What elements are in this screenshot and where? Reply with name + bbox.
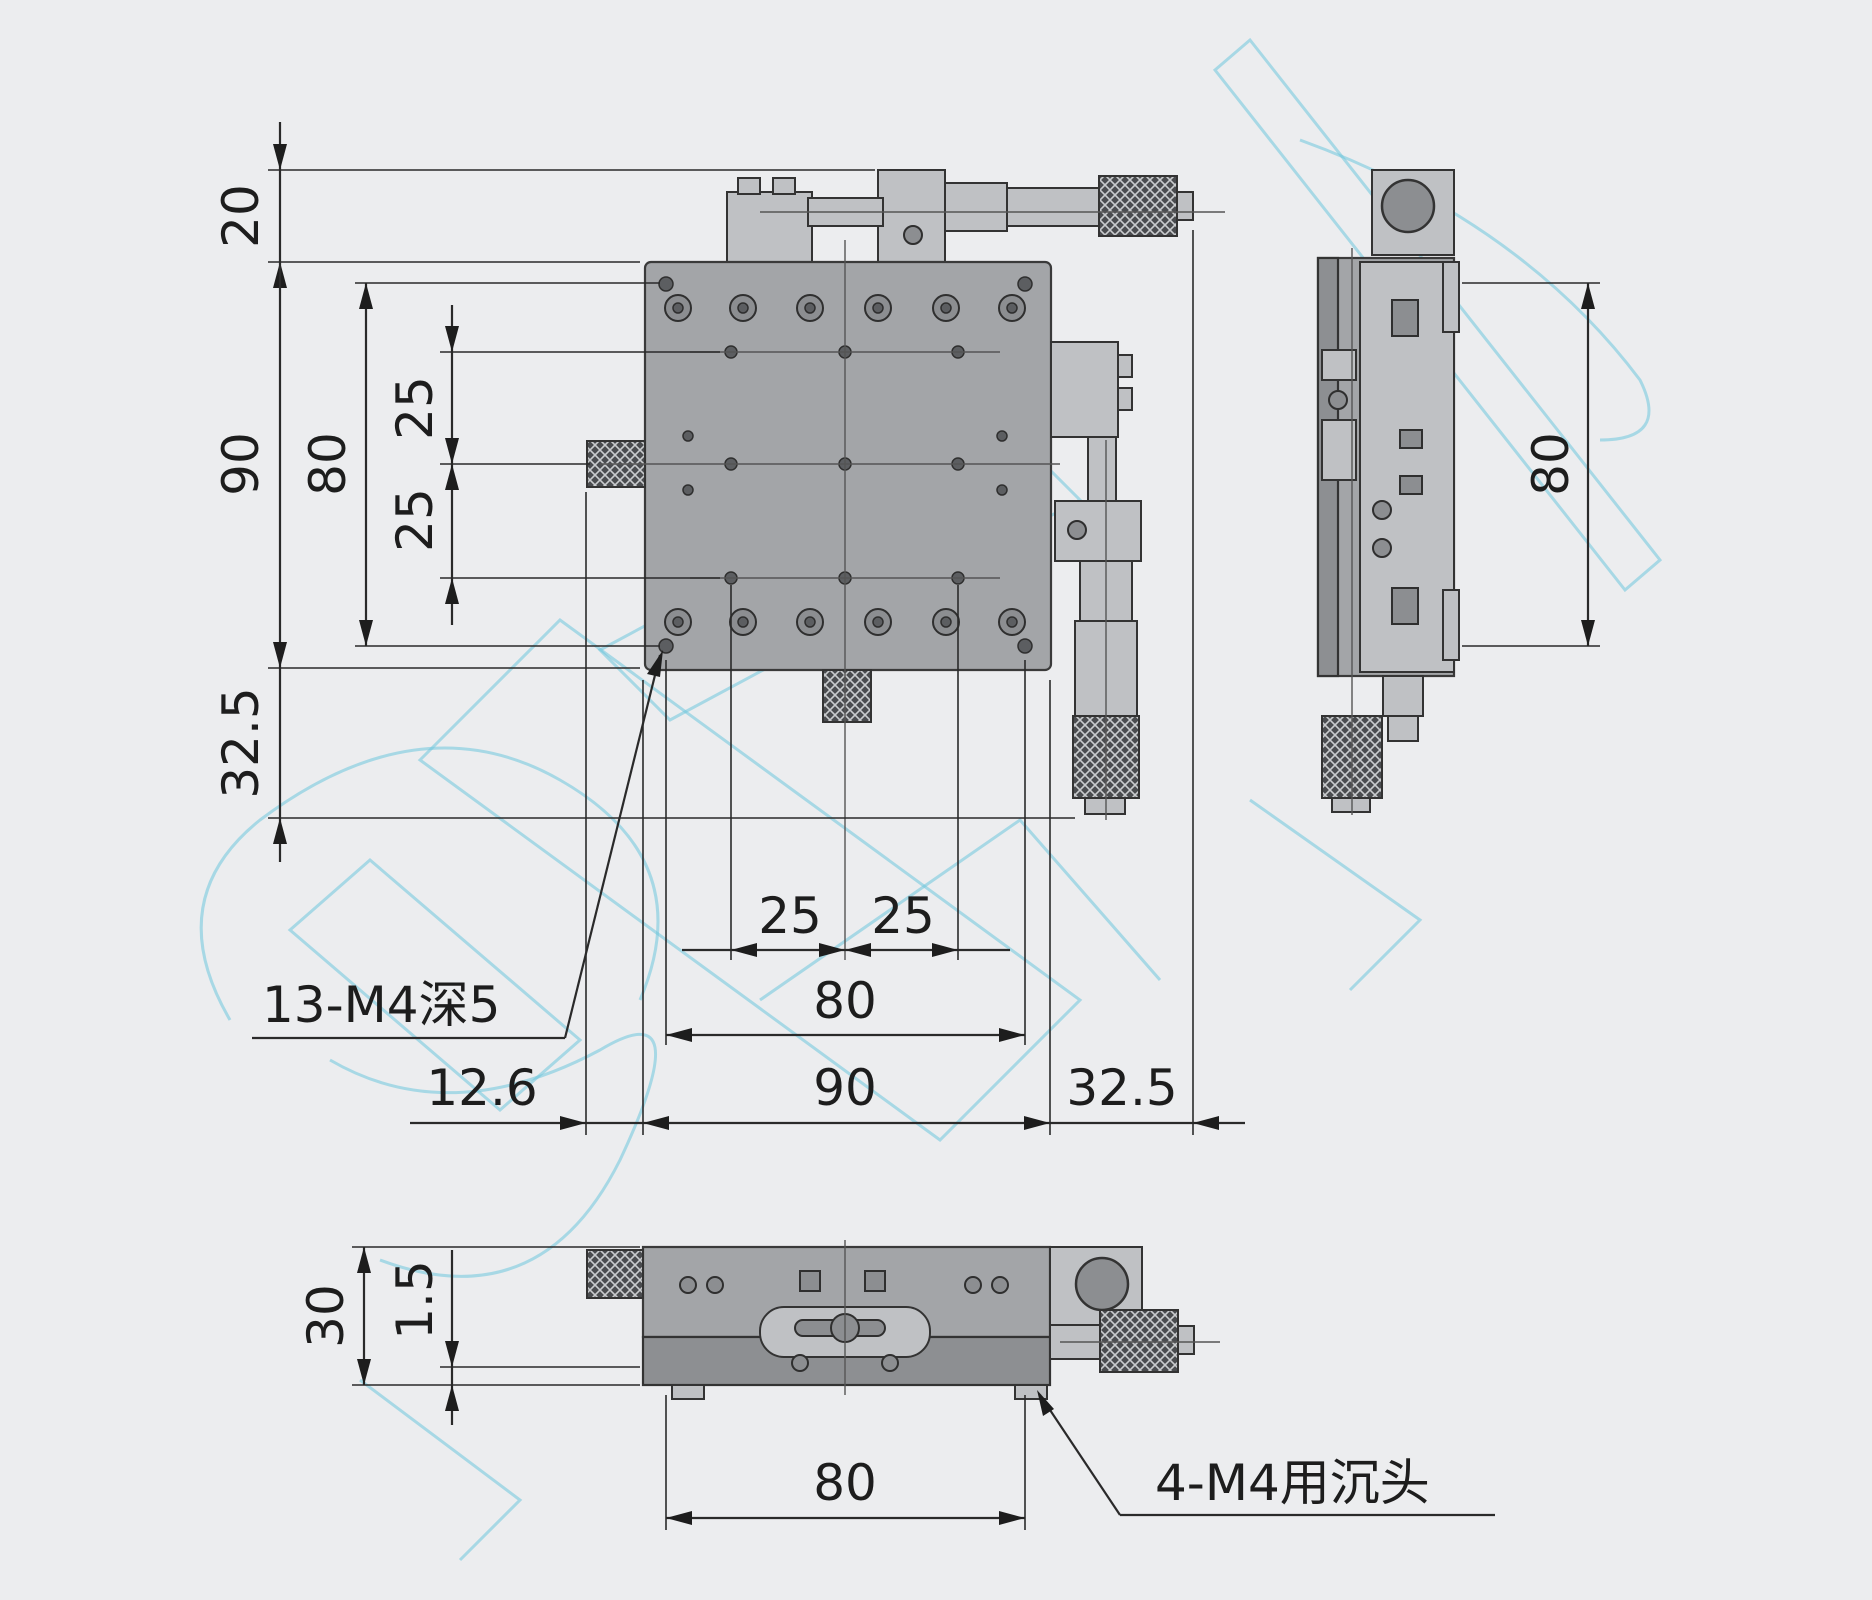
dim-80-left: 80 xyxy=(299,432,357,496)
callout-4-m4: 4-M4用沉头 xyxy=(1155,1454,1430,1512)
dim-30-front: 30 xyxy=(297,1284,355,1348)
dim-90-left: 90 xyxy=(212,432,270,496)
callout-13-m4: 13-M4深5 xyxy=(262,976,500,1034)
front-view xyxy=(586,1240,1220,1400)
dim-32-5-bottom: 32.5 xyxy=(1066,1059,1177,1117)
dim-25-bottom-right: 25 xyxy=(871,887,935,945)
counterbore-row-bottom xyxy=(664,608,1026,636)
dim-1-5-front: 1.5 xyxy=(386,1260,444,1340)
top-view xyxy=(586,169,1225,960)
dim-90-bottom: 90 xyxy=(813,1059,877,1117)
front-lower-body xyxy=(641,1335,1052,1387)
front-knurl-knob xyxy=(1099,1309,1179,1373)
counterbore-row-top xyxy=(664,294,1026,322)
top-micrometer-block xyxy=(877,169,946,266)
side-view xyxy=(1316,169,1460,815)
top-knurl-knob xyxy=(1098,175,1178,237)
dim-25-bottom-left: 25 xyxy=(758,887,822,945)
dim-80-side: 80 xyxy=(1522,432,1580,496)
right-bracket xyxy=(1050,341,1119,438)
dimension-lines xyxy=(252,122,1600,1530)
dimension-labels: 20 90 80 25 25 32.5 25 25 80 13-M4深5 12.… xyxy=(212,184,1580,1512)
dim-20: 20 xyxy=(212,184,270,248)
dim-25-lower: 25 xyxy=(386,488,444,552)
dim-80-bottom: 80 xyxy=(813,972,877,1030)
front-left-knob xyxy=(586,1249,644,1299)
dim-32-5-left: 32.5 xyxy=(212,687,270,798)
dim-12-6: 12.6 xyxy=(426,1059,537,1117)
dim-80-front: 80 xyxy=(813,1454,877,1512)
bottom-knob xyxy=(822,669,872,723)
dim-25-upper: 25 xyxy=(386,376,444,440)
top-bracket xyxy=(726,191,813,263)
